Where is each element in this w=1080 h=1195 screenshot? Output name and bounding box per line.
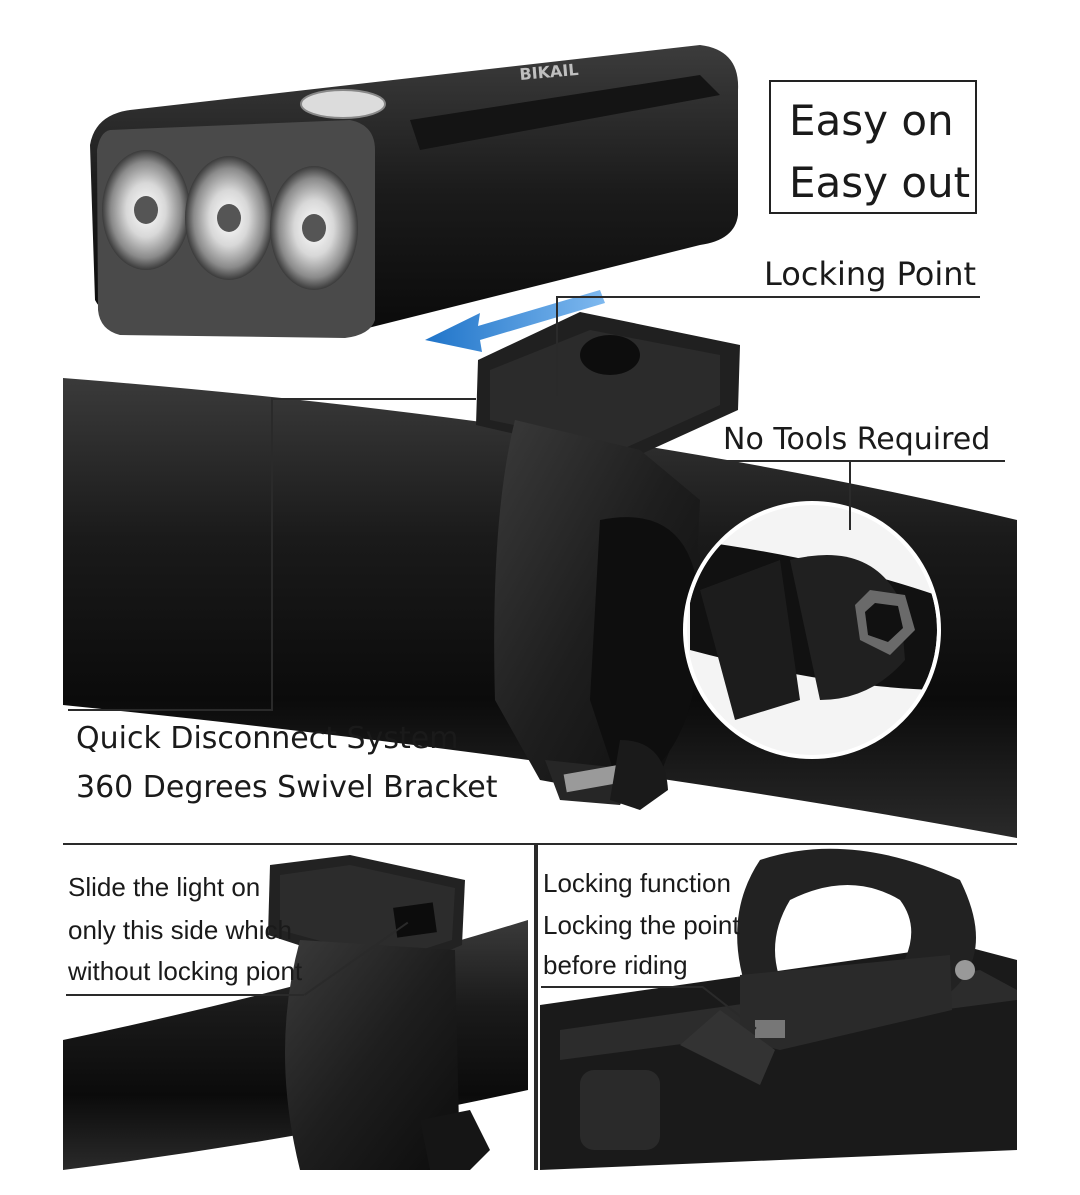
- locking-note-line1: Locking function: [543, 868, 731, 898]
- no-tools-leader-v: [849, 460, 851, 530]
- slide-note-line1: Slide the light on: [68, 872, 261, 902]
- easy-on-label: Easy on: [789, 96, 954, 145]
- locking-note-line2: Locking the point: [543, 910, 740, 940]
- bottom-left-panel: [63, 845, 528, 1170]
- slide-note-line2: only this side which: [68, 915, 292, 945]
- locking-point-leader-v: [556, 296, 558, 396]
- locking-note-leader: [541, 986, 703, 988]
- locking-point-leader: [556, 296, 980, 298]
- quick-disconnect-leader-v: [271, 398, 273, 710]
- quick-disconnect-leader-base: [68, 709, 273, 711]
- usb-cover: [580, 1070, 660, 1150]
- power-button: [300, 89, 386, 119]
- swivel-bracket-label: 360 Degrees Swivel Bracket: [76, 770, 498, 805]
- detail-inset: [683, 501, 941, 759]
- no-tools-label: No Tools Required: [723, 422, 991, 457]
- quick-disconnect-leader-h: [271, 398, 476, 400]
- easy-on-off-box: Easy on Easy out: [769, 80, 977, 214]
- no-tools-leader: [721, 460, 1005, 462]
- slide-note-leader: [66, 994, 304, 996]
- locking-note-line3: before riding: [543, 950, 688, 980]
- mount-bracket: [476, 312, 740, 810]
- quick-disconnect-label: Quick Disconnect System: [76, 721, 459, 756]
- slide-arrow: [425, 290, 605, 352]
- slide-note-line3: without locking piont: [68, 956, 303, 986]
- easy-out-label: Easy out: [789, 158, 971, 207]
- bike-light: BIKAIL: [90, 45, 739, 338]
- bottom-right-panel: [540, 845, 1017, 1170]
- locking-point-label: Locking Point: [764, 255, 977, 293]
